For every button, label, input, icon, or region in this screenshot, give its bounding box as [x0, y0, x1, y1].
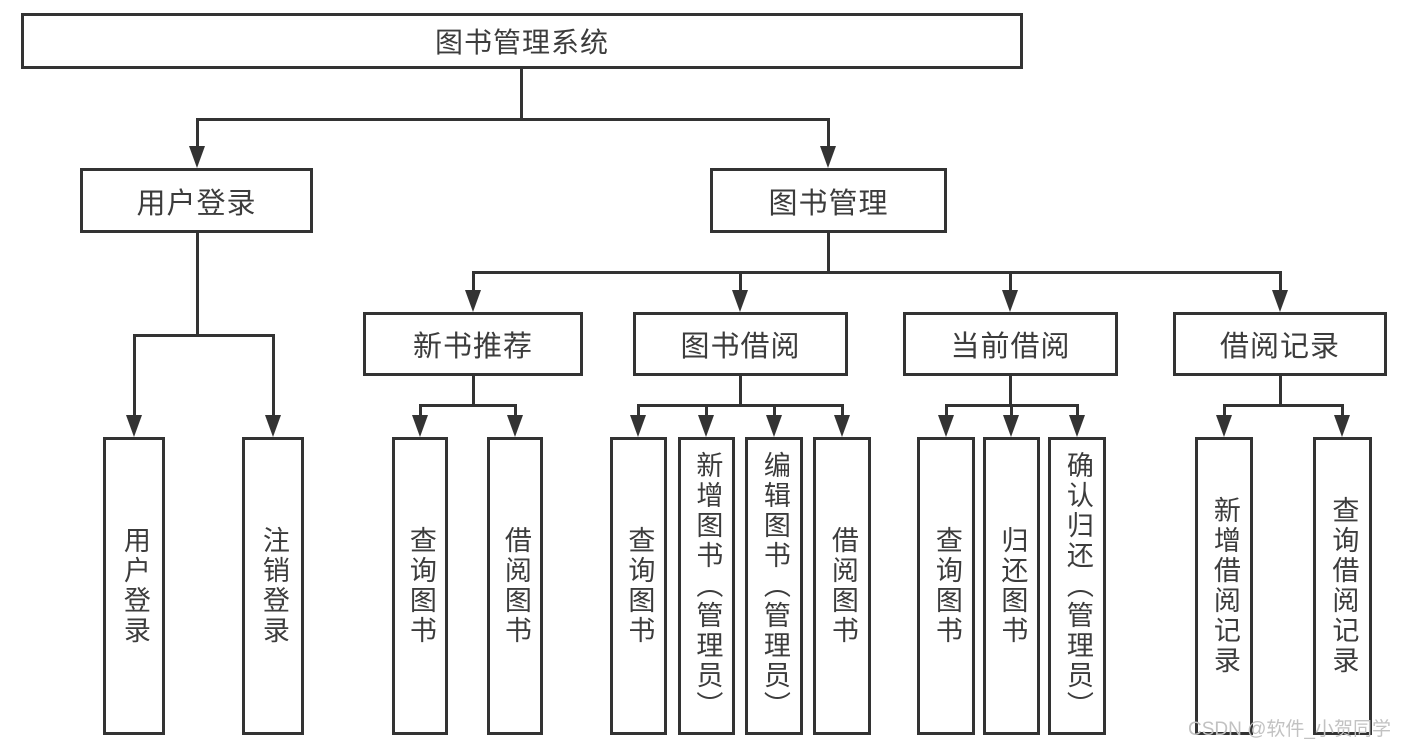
arrow-down-icon	[820, 146, 836, 168]
connector-segment	[738, 272, 742, 292]
leaf-borrow-borrow-book: 借阅图书	[813, 437, 871, 735]
connector-segment	[471, 272, 475, 292]
connector-segment	[1278, 376, 1282, 407]
connector-segment	[704, 405, 708, 417]
leaf-current-query-book: 查询图书	[917, 437, 975, 735]
connector-segment	[519, 69, 523, 121]
arrow-down-icon	[1003, 415, 1019, 437]
connector-segment	[271, 335, 275, 417]
connector-segment	[1075, 405, 1079, 417]
connector-segment	[738, 376, 742, 407]
leaf-current-return-book: 归还图书	[983, 437, 1040, 735]
leaf-borrow-query-book: 查询图书	[610, 437, 667, 735]
connector-segment	[132, 333, 275, 337]
arrow-down-icon	[630, 415, 646, 437]
connector-segment	[132, 335, 136, 417]
connector-segment	[1222, 405, 1226, 417]
arrow-down-icon	[732, 290, 748, 312]
connector-segment	[1008, 376, 1012, 407]
connector-segment	[195, 233, 199, 337]
node-user-login: 用户登录	[80, 168, 313, 233]
arrow-down-icon	[412, 415, 428, 437]
arrow-down-icon	[465, 290, 481, 312]
arrow-down-icon	[1216, 415, 1232, 437]
connector-segment	[636, 403, 844, 407]
csdn-watermark: CSDN @软件_小贺同学	[1188, 719, 1391, 740]
connector-segment	[1278, 272, 1282, 292]
node-root-system: 图书管理系统	[21, 13, 1023, 69]
arrow-down-icon	[1334, 415, 1350, 437]
connector-segment	[471, 270, 1282, 274]
arrow-down-icon	[766, 415, 782, 437]
node-current-borrow: 当前借阅	[903, 312, 1118, 376]
arrow-down-icon	[938, 415, 954, 437]
arrow-down-icon	[698, 415, 714, 437]
arrow-down-icon	[1272, 290, 1288, 312]
connector-segment	[195, 117, 830, 121]
connector-segment	[826, 233, 830, 274]
leaf-logout-login: 注销登录	[242, 437, 304, 735]
node-new-book-recommend: 新书推荐	[363, 312, 583, 376]
connector-segment	[418, 405, 422, 417]
leaf-records-add-record: 新增借阅记录	[1195, 437, 1253, 735]
connector-segment	[1009, 405, 1013, 417]
node-book-management: 图书管理	[710, 168, 947, 233]
connector-segment	[944, 405, 948, 417]
connector-segment	[471, 376, 475, 407]
connector-segment	[840, 405, 844, 417]
leaf-borrow-edit-book-admin: 编辑图书（管理员）	[745, 437, 803, 735]
connector-segment	[513, 405, 517, 417]
connector-segment	[772, 405, 776, 417]
leaf-records-query-record: 查询借阅记录	[1313, 437, 1372, 735]
connector-segment	[1340, 405, 1344, 417]
leaf-user-login: 用户登录	[103, 437, 165, 735]
leaf-borrow-add-book-admin: 新增图书（管理员）	[678, 437, 735, 735]
connector-segment	[1008, 272, 1012, 292]
node-book-borrow: 图书借阅	[633, 312, 848, 376]
connector-segment	[826, 119, 830, 148]
arrow-down-icon	[265, 415, 281, 437]
connector-segment	[195, 119, 199, 148]
arrow-down-icon	[189, 146, 205, 168]
node-borrow-records: 借阅记录	[1173, 312, 1387, 376]
arrow-down-icon	[126, 415, 142, 437]
leaf-current-confirm-return-admin: 确认归还（管理员）	[1048, 437, 1106, 735]
arrow-down-icon	[1002, 290, 1018, 312]
arrow-down-icon	[1069, 415, 1085, 437]
leaf-newbook-borrow-book: 借阅图书	[487, 437, 543, 735]
connector-segment	[418, 403, 517, 407]
arrow-down-icon	[834, 415, 850, 437]
leaf-newbook-query-book: 查询图书	[392, 437, 448, 735]
connector-segment	[1222, 403, 1344, 407]
arrow-down-icon	[507, 415, 523, 437]
connector-segment	[636, 405, 640, 417]
